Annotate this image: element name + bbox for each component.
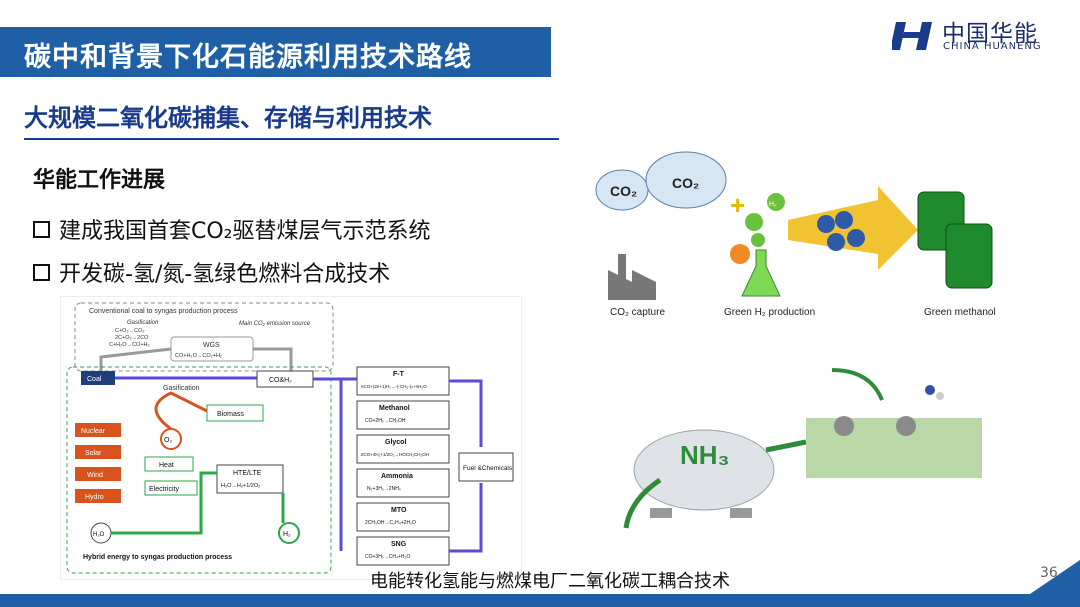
diagram-bottom-title: Hybrid energy to syngas production proce…: [83, 554, 232, 561]
diagram-top-title: Conventional coal to syngas production p…: [89, 308, 238, 315]
catalyst-icon: [817, 211, 865, 251]
nh3-storage-figure: NH₃: [623, 368, 982, 529]
arrow-icon: [788, 186, 918, 270]
fuel-label: Fuel &Chemicals: [463, 465, 513, 472]
hte-reaction: H₂O→H₂+1/2O₂: [221, 483, 260, 489]
bullet-item: 建成我国首套CO₂驱替煤层气示范系统: [33, 213, 431, 245]
product-name: Ammonia: [381, 473, 413, 480]
huaneng-logo-icon: [892, 22, 932, 50]
sun-icon: [730, 244, 750, 264]
arrow-icon: [765, 439, 807, 453]
checkbox-square-icon: [33, 263, 50, 281]
curved-arrow-icon: [831, 368, 884, 401]
biomass-label: Biomass: [217, 411, 244, 418]
logo-text-en: CHINA HUANENG: [943, 41, 1042, 52]
gas-reaction: C+O₂→CO₂: [115, 328, 144, 334]
renewable-label: Solar: [85, 450, 102, 457]
product-name: F-T: [393, 371, 405, 378]
h2-bubble-label: H₂: [769, 201, 777, 208]
plus-icon: +: [730, 190, 745, 220]
gasification-flow-label: Gasification: [163, 385, 200, 392]
bullet-text: 开发碳-氢/氮-氢绿色燃料合成技术: [59, 262, 391, 287]
figure-label: Green methanol: [924, 307, 996, 318]
syngas-process-diagram: Conventional coal to syngas production p…: [60, 296, 522, 580]
catalyst-surface-icon: [806, 385, 982, 478]
title-bar: 碳中和背景下化石能源利用技术路线: [0, 27, 551, 77]
h2-label: H₂: [283, 531, 291, 538]
logo-text-cn: 中国华能: [942, 21, 1038, 47]
gas-reaction: C+H₂O→CO+H₂: [109, 342, 150, 348]
figure-caption: 电能转化氢能与燃煤电厂二氧化碳工耦合技术: [370, 571, 730, 592]
product-name: SNG: [391, 541, 407, 548]
electricity-label: Electricity: [149, 486, 179, 493]
wgs-label: WGS: [203, 342, 220, 349]
product-eq: N₂+3H₂→2NH₃: [367, 486, 401, 492]
page-number: 36: [1040, 565, 1058, 581]
cloud-label: CO₂: [610, 183, 637, 199]
hte-label: HTE/LTE: [233, 470, 262, 477]
product-eq: 2CH₃OH→C₂H₄+2H₂O: [365, 520, 416, 526]
corner-decoration: [1030, 560, 1080, 594]
product-eq: nCO+(2n+1)H₂→-(-CH₂-)ₙ+nH₂O: [361, 384, 427, 389]
wgs-reaction: CO+H₂O→CO₂+H₂: [175, 353, 222, 359]
co2-cloud-icon: [595, 151, 727, 211]
h2o-label: H₂O: [93, 532, 105, 538]
flask-icon: [741, 249, 781, 297]
renewable-label: Wind: [87, 472, 103, 479]
main-emission-label: Main CO₂ emission source: [239, 321, 311, 327]
figure-label: CO₂ capture: [610, 307, 665, 318]
renewable-label: Nuclear: [81, 428, 106, 435]
slide-subtitle: 大规模二氧化碳捕集、存储与利用技术: [24, 104, 432, 132]
gas-reaction: 2C+O₂→2CO: [115, 335, 149, 341]
checkbox-square-icon: [33, 220, 50, 238]
coal-label: Coal: [87, 376, 102, 383]
product-name: Methanol: [379, 405, 410, 412]
heat-label: Heat: [159, 462, 174, 469]
syngas-label: CO&H₂: [269, 377, 292, 384]
tank-label: NH₃: [680, 440, 730, 470]
slide-title: 碳中和背景下化石能源利用技术路线: [24, 42, 472, 73]
renewable-label: Hydro: [85, 494, 104, 501]
product-name: MTO: [391, 507, 407, 514]
barrel-icon: [917, 191, 993, 289]
bullet-text: 建成我国首套CO₂驱替煤层气示范系统: [59, 219, 431, 244]
footer-bar: [0, 594, 1080, 607]
figure-label: Green H₂ production: [724, 307, 815, 318]
tank-icon: [633, 429, 775, 518]
arrow-left-icon: [623, 477, 662, 529]
factory-icon: [608, 254, 656, 300]
bullet-item: 开发碳-氢/氮-氢绿色燃料合成技术: [33, 256, 390, 288]
cloud-label: CO₂: [672, 175, 699, 191]
progress-heading: 华能工作进展: [33, 168, 166, 193]
co2-methanol-figure: CO₂ CO₂ CO₂ capture + H₂ Green H₂ produc…: [595, 151, 996, 318]
product-eq: CO+2H₂→CH₃OH: [365, 418, 406, 424]
gasification-label: Gasification: [127, 320, 159, 326]
o2-label: O₂: [164, 437, 172, 444]
product-name: Glycol: [385, 439, 406, 446]
product-eq: 2CO+4H₂+1/2O₂→HOCH₂CH₂OH: [361, 452, 429, 457]
subtitle-underline: [24, 138, 559, 140]
product-eq: CO+3H₂→CH₄+H₂O: [365, 554, 410, 560]
